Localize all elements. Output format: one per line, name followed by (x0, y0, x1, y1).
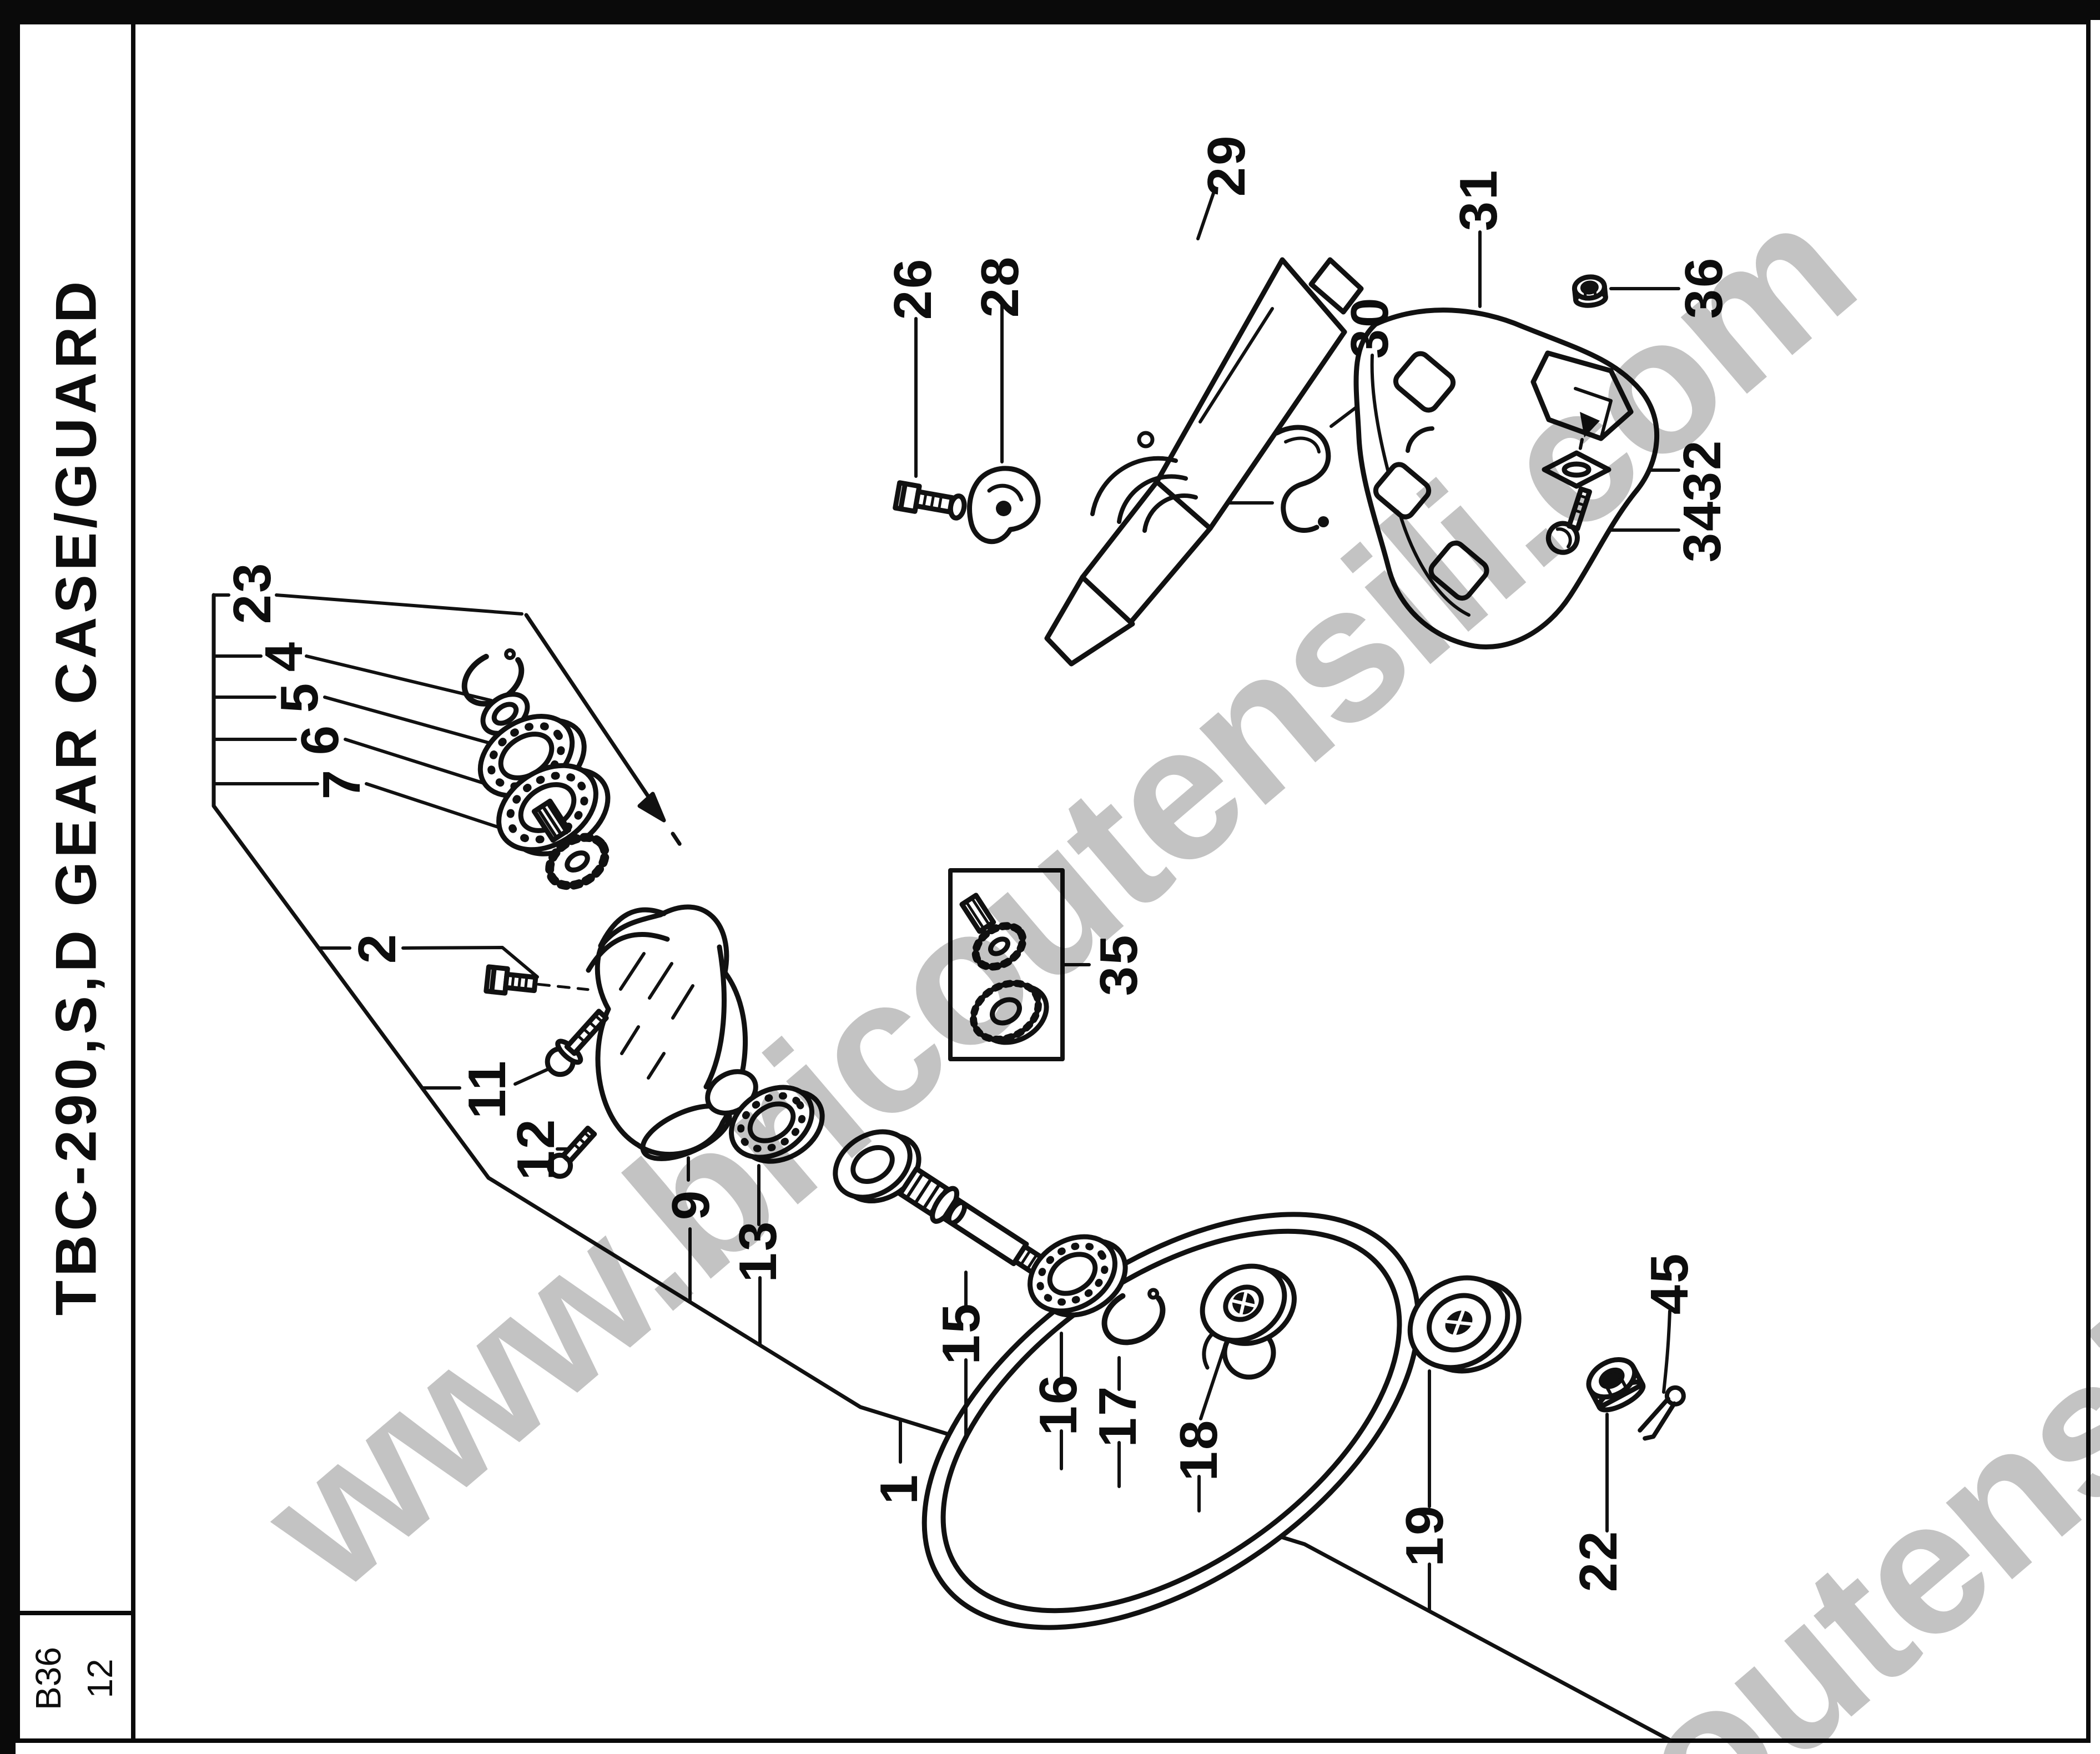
part-number-label-1: 1 (869, 1473, 929, 1505)
pinion-gear-7-drawing (531, 798, 610, 890)
guard-bracket-29-drawing (1044, 257, 1364, 667)
plate-nut-32-drawing (1542, 450, 1611, 489)
part-number-label-36: 36 (1674, 256, 1734, 319)
seal-ring-drawing (833, 1129, 921, 1204)
title-column-separator (131, 20, 135, 1743)
bearing-13-drawing (729, 1085, 825, 1164)
blade-holder-18-drawing (1200, 1263, 1297, 1346)
stabilizer-19-drawing (1407, 1275, 1522, 1374)
bolt-2-drawing (484, 964, 590, 996)
part-number-label-19: 19 (1395, 1504, 1454, 1567)
part-number-label-32: 32 (1673, 438, 1732, 502)
bolt-26-drawing (893, 480, 967, 521)
part-number-label-28: 28 (970, 255, 1030, 318)
part-number-label-35: 35 (1089, 933, 1149, 996)
part-number-label-34: 34 (1673, 500, 1732, 563)
nut-36-drawing (1572, 274, 1608, 308)
part-number-label-23: 23 (223, 561, 282, 624)
screw-34-drawing (1545, 486, 1592, 555)
part-number-label-45: 45 (1640, 1252, 1699, 1315)
part-number-label-30: 30 (1340, 296, 1399, 359)
part-number-label-26: 26 (883, 257, 943, 320)
part-number-label-13: 13 (728, 1219, 788, 1283)
part-number-label-18: 18 (1169, 1418, 1228, 1481)
part-number-label-4: 4 (254, 640, 314, 672)
part-number-label-6: 6 (290, 723, 350, 755)
parts-box-35 (948, 868, 1065, 1061)
part-number-label-15: 15 (931, 1302, 991, 1365)
nut-22-drawing (1586, 1357, 1646, 1413)
gear-case-housing-drawing (586, 904, 758, 1161)
clamp-30-drawing (1274, 425, 1331, 533)
insert-arrow (524, 613, 684, 849)
pagebox-separator (16, 1611, 135, 1615)
part-number-label-9: 9 (661, 1188, 721, 1221)
part-number-label-31: 31 (1449, 168, 1508, 231)
screw-11-drawing (545, 1009, 609, 1077)
exploded-axis-line (211, 593, 1672, 1742)
clamp-28-drawing (967, 466, 1041, 545)
leader-lines (212, 191, 1680, 1611)
circlip-17-drawing (1101, 1288, 1166, 1345)
cotter-pin-45-drawing (1638, 1385, 1686, 1441)
part-number-label-22: 22 (1569, 1529, 1628, 1592)
part-number-label-11: 11 (457, 1059, 517, 1119)
arbor-shaft-15-drawing (897, 1166, 1059, 1284)
part-number-label-16: 16 (1029, 1373, 1088, 1436)
screw-12-drawing (547, 1125, 597, 1179)
guard-31-drawing (1353, 308, 1660, 649)
part-number-label-29: 29 (1197, 134, 1256, 197)
part-number-label-5: 5 (270, 681, 329, 713)
page-frame (16, 20, 2091, 1743)
part-number-label-17: 17 (1088, 1384, 1147, 1448)
bearing-16-drawing (1028, 1234, 1128, 1318)
left-black-border (0, 0, 16, 1754)
top-black-border (0, 0, 2100, 20)
part-number-label-7: 7 (312, 768, 371, 800)
part-number-label-12: 12 (506, 1117, 566, 1181)
part-number-label-2: 2 (348, 932, 407, 964)
